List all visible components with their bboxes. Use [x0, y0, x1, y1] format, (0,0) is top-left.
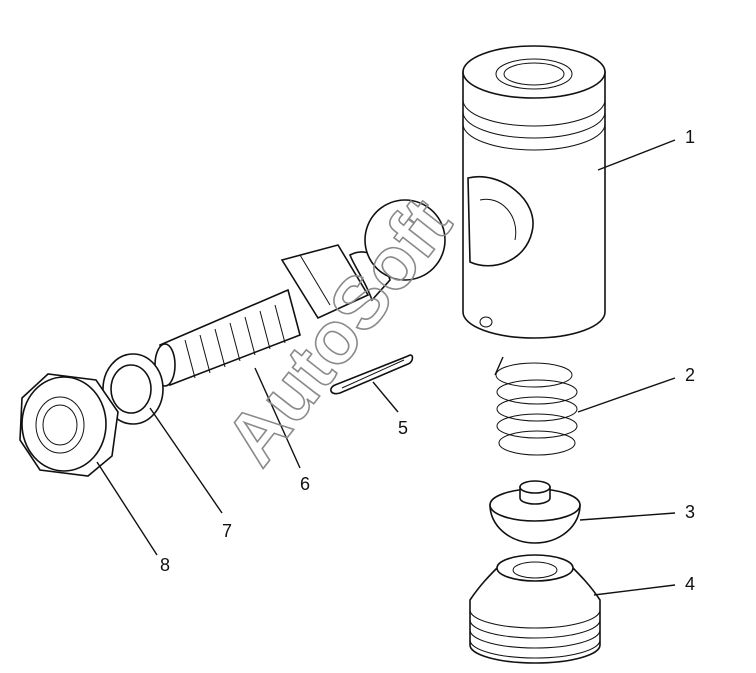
part-4-plug	[469, 554, 601, 664]
leader-5	[372, 381, 399, 413]
leader-2	[577, 377, 676, 413]
leader-6	[254, 367, 301, 469]
callout-3: 3	[685, 502, 695, 522]
callout-7: 7	[222, 521, 232, 541]
leader-3	[579, 512, 676, 521]
part-2-spring	[494, 356, 578, 456]
part-5-cotter-pin	[330, 354, 414, 395]
callout-4: 4	[685, 574, 695, 594]
callout-5: 5	[398, 418, 408, 438]
part-7-washer	[102, 353, 164, 425]
callout-8: 8	[160, 555, 170, 575]
callout-2: 2	[685, 365, 695, 385]
leader-8	[96, 461, 158, 556]
leader-4	[593, 584, 676, 596]
callout-6: 6	[300, 474, 310, 494]
leader-7	[149, 407, 223, 514]
part-8-nut	[19, 373, 119, 477]
leader-1	[597, 139, 676, 171]
callout-1: 1	[685, 127, 695, 147]
part-1-housing	[462, 45, 606, 339]
part-3-cup	[489, 480, 581, 544]
leader-lines	[96, 139, 676, 596]
part-6-ball-stud	[154, 199, 446, 387]
